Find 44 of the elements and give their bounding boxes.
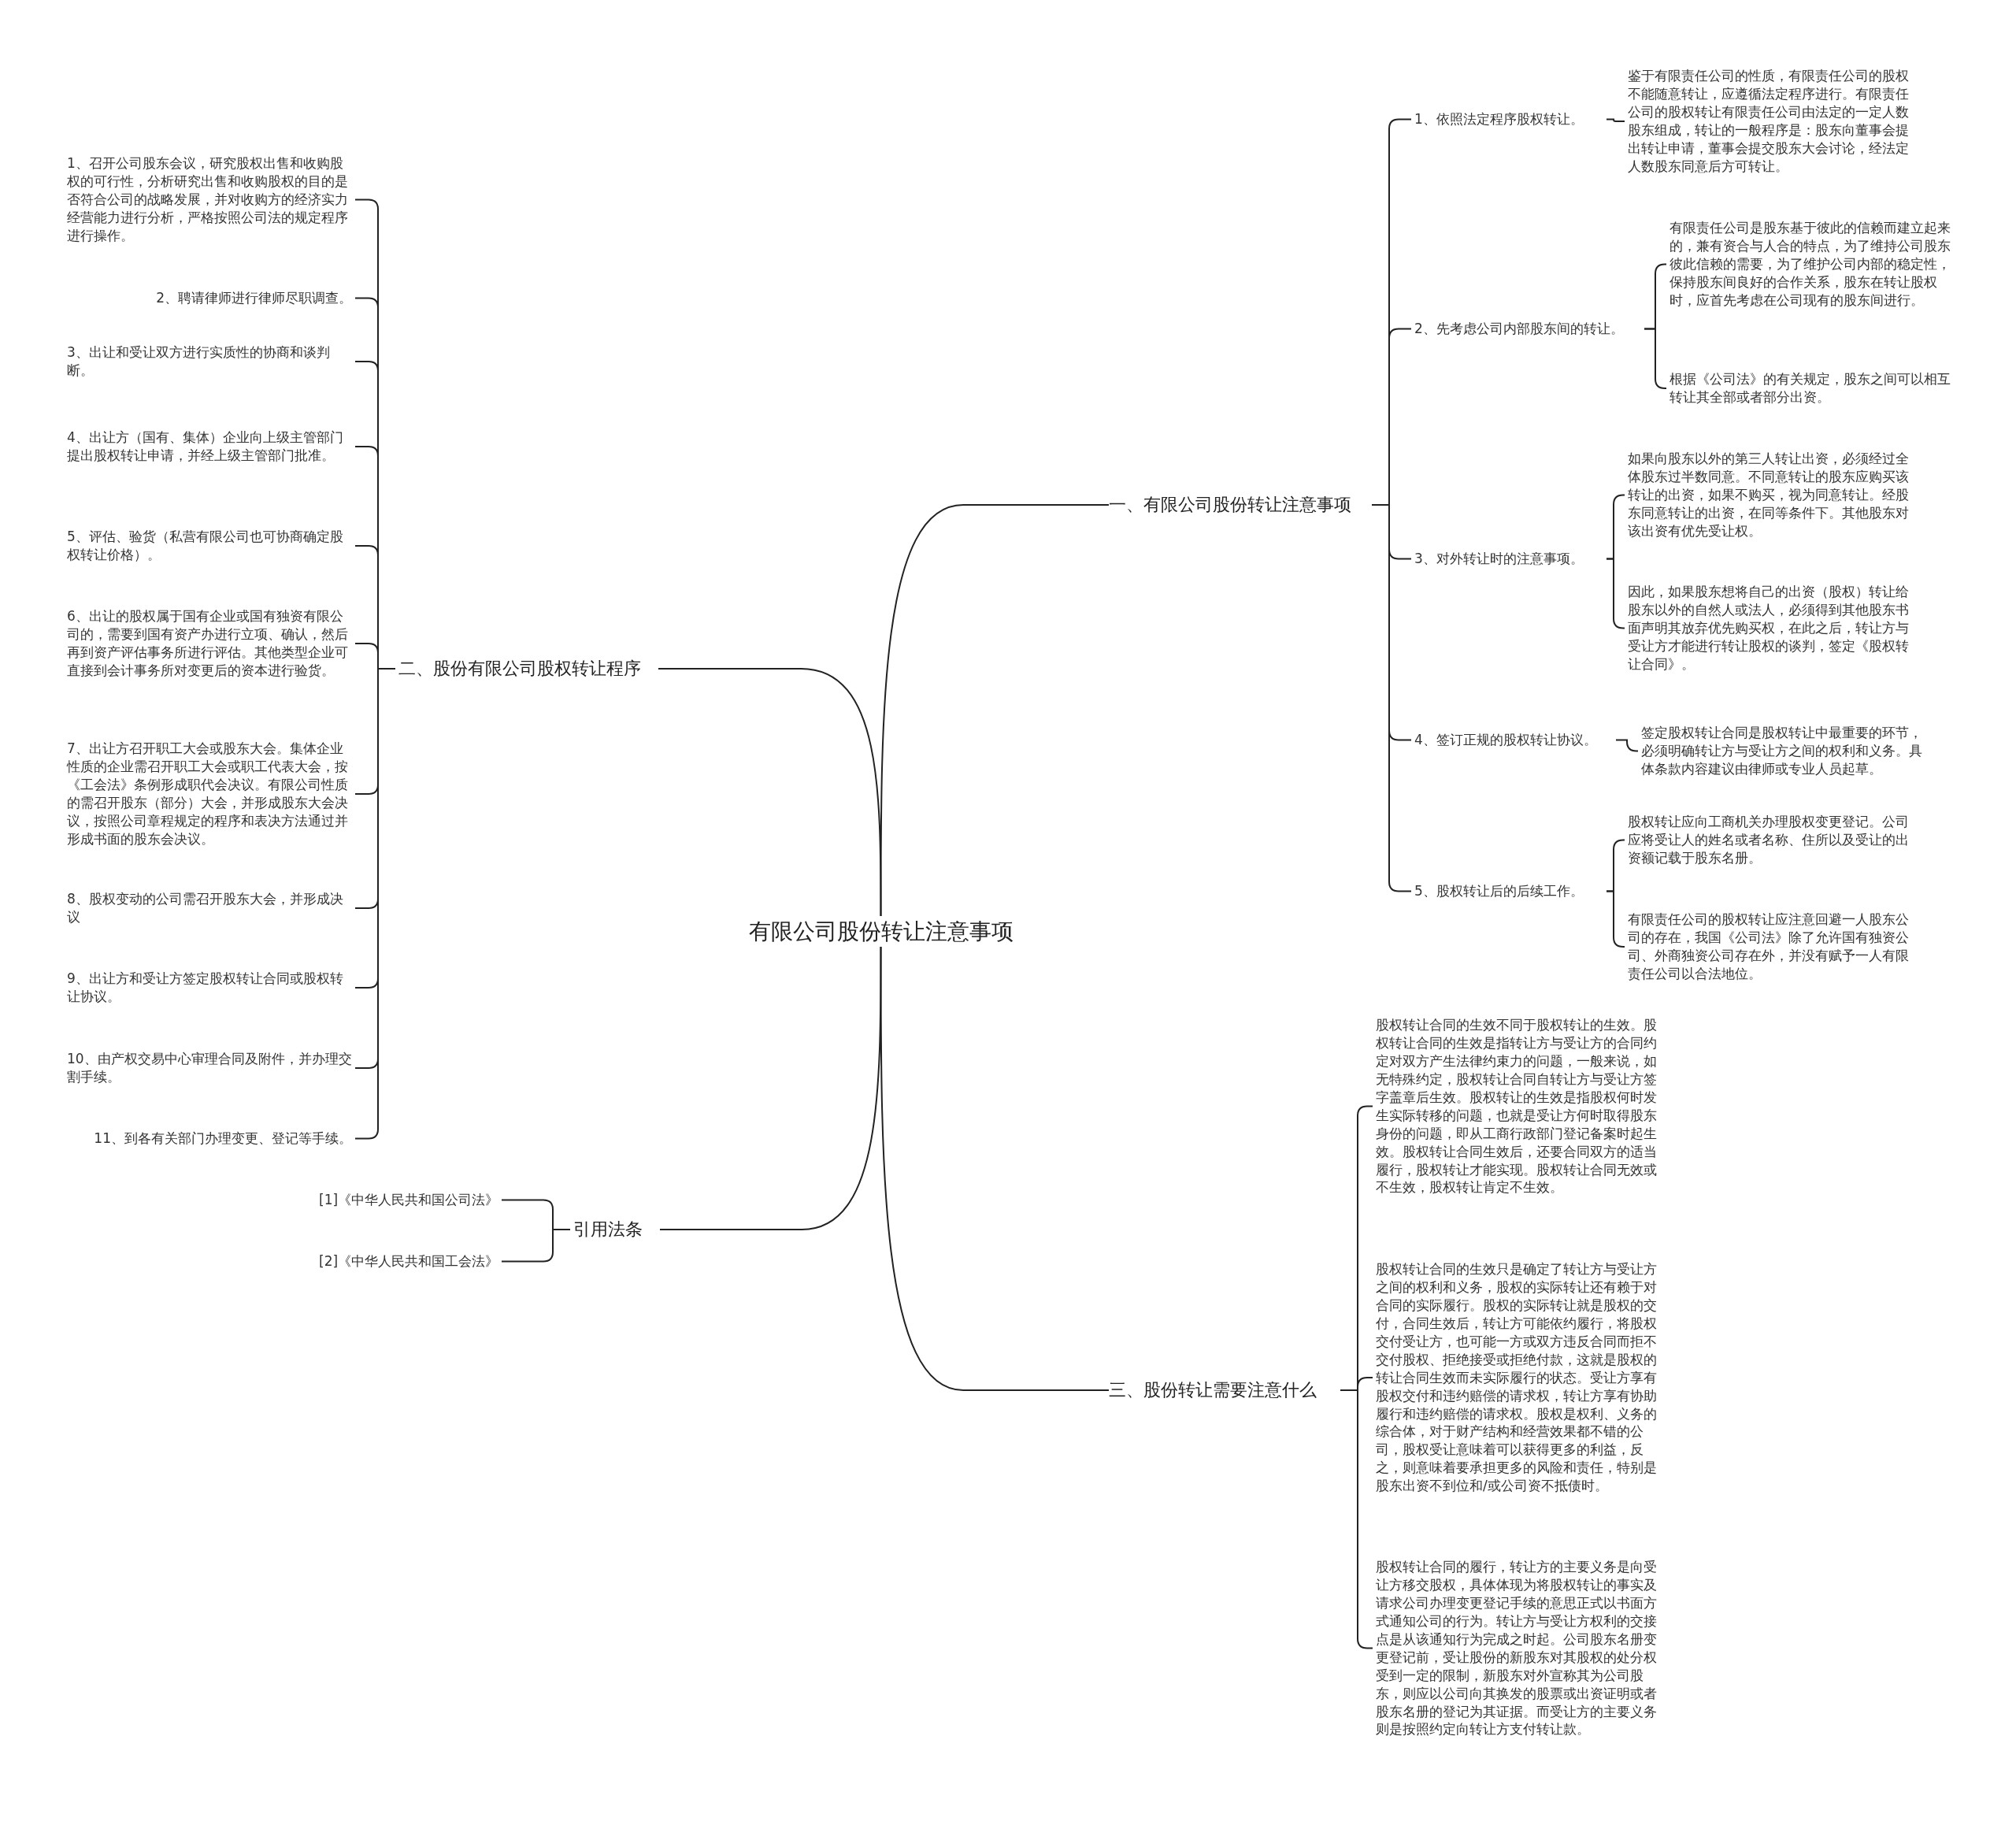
detail-text: 3、出让和受让双方进行实质性的协商和谈判断。 — [67, 343, 352, 380]
connector-line — [1615, 739, 1639, 752]
connector-line — [658, 668, 882, 917]
detail-text: 股权转让合同的生效不同于股权转让的生效。股权转让合同的生效是指转让方与受让方的合同约定对双方产生法律约束力的问题，一般来说，如无特殊约定，股权转让合同自转让方与受让方签字盖章后生效。股权转让的生效是指股权何时发生实际转移的问题，也就是受让方何时取得股东身份的问题，即从工商行政部门登记备案时起生效。股权转让合同生效后，还要合同双方的适当履行，股权转让才能实现。股权转让合同无效或不生效，股权转让肯定不生效。 — [1376, 1016, 1666, 1197]
branch-topic: 三、股份转让需要注意什么 — [1109, 1378, 1337, 1402]
detail-text: 有限责任公司的股权转让应注意回避一人股东公司的存在，我国《公司法》除了允许国有独资公司、外商独资公司存在外，并没有赋予一人有限责任公司以合法地位。 — [1628, 911, 1918, 983]
connector-line — [1606, 558, 1625, 629]
connector-line — [1644, 328, 1667, 389]
connector-line — [880, 504, 1110, 917]
detail-text: 5、评估、验货（私营有限公司也可协商确定股权转让价格）。 — [67, 528, 352, 564]
detail-text: [2]《中华人民共和国工会法》 — [319, 1252, 499, 1270]
detail-text: 因此，如果股东想将自己的出资（股权）转让给股东以外的自然人或法人，必须得到其他股东书面声明其放弃优先购买权，在此之后，转让方与受让方才能进行转让股权的谈判，签定《股权转让合同》。 — [1628, 583, 1918, 673]
central-topic: 有限公司股份转让注意事项 — [746, 916, 1016, 948]
detail-text: 10、由产权交易中心审理合同及附件，并办理交割手续。 — [67, 1050, 352, 1086]
subtopic-text: 1、依照法定程序股权转让。 — [1414, 110, 1603, 128]
detail-text: 9、出让方和受让方签定股权转让合同或股权转让协议。 — [67, 970, 352, 1006]
branch-topic: 一、有限公司股份转让注意事项 — [1109, 493, 1369, 517]
detail-text: [1]《中华人民共和国公司法》 — [319, 1191, 499, 1209]
detail-text: 8、股权变动的公司需召开股东大会，并形成决议 — [67, 890, 352, 926]
connector-line — [880, 946, 1110, 1391]
branch-topic: 二、股份有限公司股权转让程序 — [398, 657, 658, 681]
detail-text: 股权转让应向工商机关办理股权变更登记。公司应将受让人的姓名或者名称、住所以及受让的出资额记载于股东名册。 — [1628, 813, 1918, 867]
connector-line — [1606, 118, 1625, 122]
detail-text: 如果向股东以外的第三人转让出资，必须经过全体股东过半数同意。不同意转让的股东应购买该转让的出资，如果不购买，视为同意转让。经股东同意转让的出资，在同等条件下。其他股东对该出资有优先受让权。 — [1628, 450, 1918, 540]
detail-text: 7、出让方召开职工大会或股东大会。集体企业性质的企业需召开职工大会或职工代表大会，按《工会法》条例形成职代会决议。有限公司性质的需召开股东（部分）大会，并形成股东大会决议，按照公司章程规定的程序和表决方法通过并形成书面的股东会决议。 — [67, 740, 352, 848]
subtopic-text: 2、先考虑公司内部股东间的转让。 — [1414, 320, 1641, 338]
detail-text: 股权转让合同的生效只是确定了转让方与受让方之间的权利和义务，股权的实际转让还有赖于对合同的实际履行。股权的实际转让就是股权的交付，合同生效后，转让方可能依约履行，将股权交付受让方，也可能一方或双方违反合同而拒不交付股权、拒绝接受或拒绝付款，这就是股权的转让合同生效而未实际履行的状态。受让方享有股权交付和违约赔偿的请求权，转让方享有协助履行和违约赔偿的请求权。股权是权利、义务的综合体，对于财产结构和经营效果都不错的公司，股权受让意味着可以获得更多的利益，反之，则意味着要承担更多的风险和责任，特别是股东出资不到位和/或公司资不抵债时。 — [1376, 1260, 1666, 1496]
detail-text: 11、到各有关部门办理变更、登记等手续。 — [67, 1129, 352, 1148]
detail-text: 2、聘请律师进行律师尽职调查。 — [67, 289, 352, 307]
detail-text: 股权转让合同的履行，转让方的主要义务是向受让方移交股权，具体体现为将股权转让的事实及请求公司办理变更登记手续的意思正式以书面方式通知公司的行为。转让方与受让方权利的交接点是从该通知行为完成之时起。公司股东名册变更登记前，受让股份的新股东对其股权的处分权受到一定的限制，新股东对外宣称其为公司股东，则应以公司向其换发的股票或出资证明或者股东名册的登记为其证据。而受让方的主要义务则是按照约定向转让方支付转让款。 — [1376, 1558, 1666, 1739]
branch-topic: 引用法条 — [573, 1218, 660, 1241]
detail-text: 1、召开公司股东会议，研究股权出售和收购股权的可行性，分析研究出售和收购股权的目的是否符合公司的战略发展，并对收购方的经济实力经营能力进行分析，严格按照公司法的规定程序进行操作。 — [67, 154, 352, 245]
detail-text: 鉴于有限责任公司的性质，有限责任公司的股权不能随意转让，应遵循法定程序进行。有限责任公司的股权转让有限责任公司由法定的一定人数股东组成，转让的一般程序是：股东向董事会提出转让申请，董事会提交股东大会讨论，经法定人数股东同意后方可转让。 — [1628, 67, 1918, 176]
connector-line — [659, 946, 882, 1230]
detail-text: 4、出让方（国有、集体）企业向上级主管部门提出股权转让申请，并经上级主管部门批准。 — [67, 428, 352, 465]
connector-line — [501, 1229, 571, 1263]
detail-text: 根据《公司法》的有关规定，股东之间可以相互转让其全部或者部分出资。 — [1670, 370, 1959, 406]
subtopic-text: 4、签订正规的股权转让协议。 — [1414, 731, 1613, 749]
detail-text: 6、出让的股权属于国有企业或国有独资有限公司的，需要到国有资产办进行立项、确认，然后再到资产评估事务所进行评估。其他类型企业可直接到会计事务所对变更后的资本进行验货。 — [67, 607, 352, 680]
subtopic-text: 3、对外转让时的注意事项。 — [1414, 550, 1603, 568]
detail-text: 有限责任公司是股东基于彼此的信赖而建立起来的，兼有资合与人合的特点，为了维持公司股东彼此信赖的需要，为了维护公司内部的稳定性，保持股东间良好的合作关系，股东在转让股权时，应首先考虑在公司现有的股东间进行。 — [1670, 219, 1959, 310]
connector-line — [1606, 890, 1625, 948]
detail-text: 签定股权转让合同是股权转让中最重要的环节，必须明确转让方与受让方之间的权利和义务。具体条款内容建议由律师或专业人员起草。 — [1641, 724, 1934, 778]
subtopic-text: 5、股权转让后的后续工作。 — [1414, 882, 1603, 900]
